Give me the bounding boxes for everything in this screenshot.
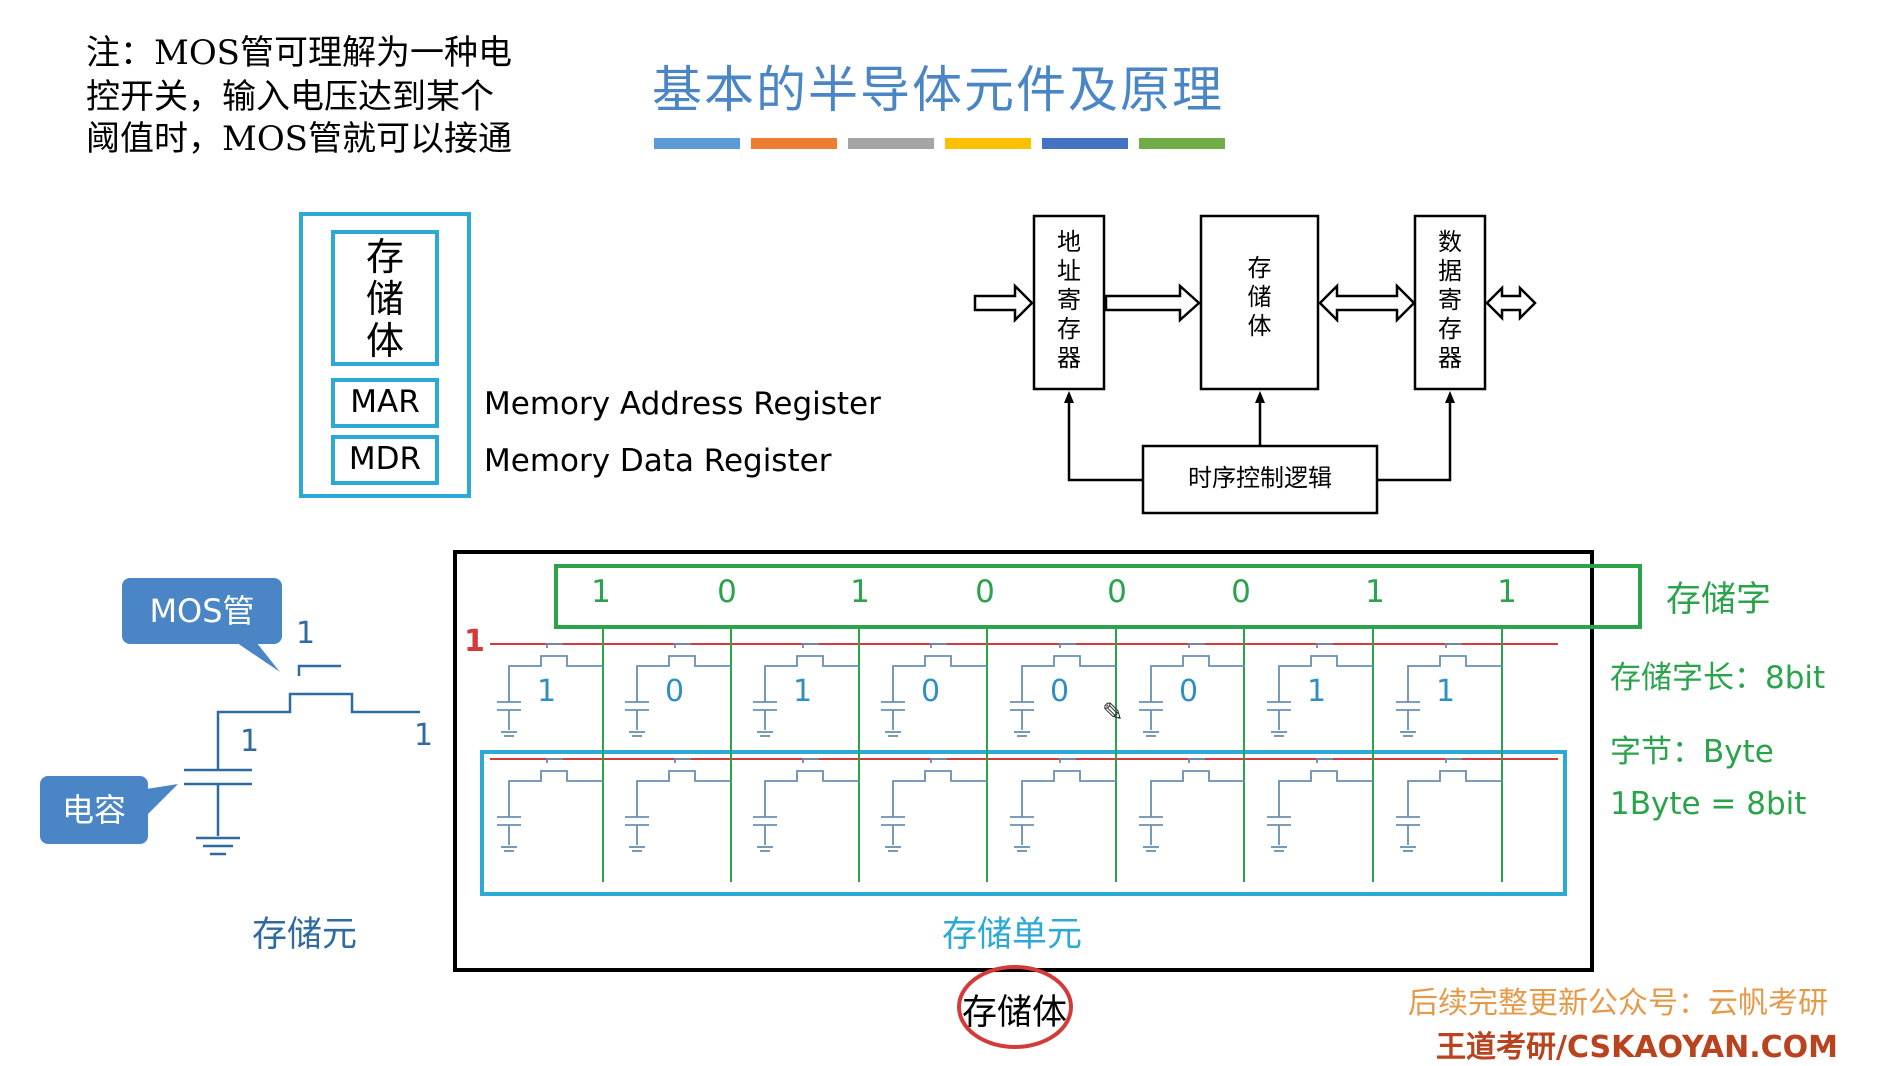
page-title: 基本的半导体元件及原理 <box>652 61 1224 119</box>
note-line-2: 控开关，输入电压达到某个 <box>86 77 494 117</box>
timing-logic-label: 时序控制逻辑 <box>1188 464 1332 492</box>
mini-cell-r2-c4 <box>892 770 987 817</box>
mar-label: MAR <box>350 384 420 420</box>
addr-reg-box <box>1032 214 1106 391</box>
storage-label-char-1: 存 <box>365 235 404 279</box>
mini-cell-r1-c7 <box>1278 655 1373 702</box>
mini-cell-r1-c2 <box>636 655 731 702</box>
title-bar-5 <box>1042 138 1128 149</box>
word-bit-4: 0 <box>975 574 995 610</box>
cell-bit-5: 0 <box>1050 674 1070 709</box>
mini-cell-r2-c8 <box>1407 770 1502 817</box>
storage-element-caption: 存储元 <box>252 915 358 955</box>
word-length-text: 存储字长：8bit <box>1610 660 1826 696</box>
addr-reg-label: 地址寄存器 <box>1057 228 1081 372</box>
storage-body-caption: 存储体 <box>962 993 1068 1033</box>
mini-cell-r1-c8 <box>1407 655 1502 702</box>
memory-outer-box <box>299 212 471 498</box>
mini-cell-r2-c5 <box>1021 770 1116 817</box>
mini-cell-r1-c6 <box>1150 655 1245 702</box>
storage-label-char-3: 体 <box>365 319 404 363</box>
title-bar-4 <box>945 138 1031 149</box>
mini-cell-r1-c1 <box>508 655 603 702</box>
mini-cell-r1-c3 <box>764 655 859 702</box>
mini-cell-r1-c4 <box>892 655 987 702</box>
cell-bit-1: 1 <box>537 674 557 709</box>
mar-box <box>331 378 439 428</box>
word-bit-7: 1 <box>1365 574 1385 610</box>
footer-line-2: 王道考研/CSKAOYAN.COM <box>1436 1030 1838 1065</box>
byte-text: 字节：Byte <box>1610 734 1774 770</box>
word-bit-8: 1 <box>1497 574 1517 610</box>
mdr-box <box>331 435 439 485</box>
cell-bit-3: 1 <box>793 674 813 709</box>
note-line-1: 注：MOS管可理解为一种电 <box>86 33 512 73</box>
storage-unit-box <box>480 750 1567 896</box>
storage-block-label: 存储体 <box>1247 254 1272 340</box>
mos-callout: MOS管 <box>122 578 282 644</box>
storage-unit-caption: 存储单元 <box>942 915 1083 955</box>
mini-cell-r2-c3 <box>764 770 859 817</box>
output-arrow <box>1485 284 1537 322</box>
mini-cell-r2-c1 <box>508 770 603 817</box>
mdr-label: MDR <box>348 441 422 477</box>
cap-callout-tail <box>140 784 178 820</box>
storage-data-arrow <box>1318 282 1416 324</box>
mar-description: Memory Address Register <box>484 386 881 422</box>
cell-bit-8: 1 <box>1436 674 1456 709</box>
word-bit-5: 0 <box>1107 574 1127 610</box>
title-bar-6 <box>1139 138 1225 149</box>
cell-bit-2: 0 <box>665 674 685 709</box>
single-cell <box>184 664 420 856</box>
gate-value: 1 <box>296 616 316 651</box>
capacitor-value: 1 <box>240 724 260 759</box>
storage-word-box <box>554 564 1642 629</box>
word-bit-3: 1 <box>850 574 870 610</box>
capacitor-callout: 电容 <box>40 776 148 844</box>
mini-cell-r2-c7 <box>1278 770 1373 817</box>
title-bar-3 <box>848 138 934 149</box>
pencil-cursor-icon: ✎ <box>1102 698 1124 728</box>
mdr-description: Memory Data Register <box>484 443 832 479</box>
mini-cell-r2-c2 <box>636 770 731 817</box>
cell-bit-7: 1 <box>1307 674 1327 709</box>
block-diagram <box>973 214 1537 515</box>
storage-label-char-2: 储 <box>365 277 404 321</box>
cell-bit-4: 0 <box>921 674 941 709</box>
title-bar-1 <box>654 138 740 149</box>
input-arrow <box>973 282 1034 324</box>
storage-inner-box <box>331 230 439 366</box>
mini-cell-r2-c6 <box>1150 770 1245 817</box>
footer-line-1: 后续完整更新公众号：云帆考研 <box>1408 986 1828 1021</box>
word-bit-2: 0 <box>717 574 737 610</box>
byte-equation-text: 1Byte = 8bit <box>1610 786 1807 822</box>
storage-body-circle <box>957 965 1073 1049</box>
addr-to-storage-arrow <box>1104 283 1201 323</box>
storage-body-box <box>453 550 1594 972</box>
row-select-value: 1 <box>464 624 485 659</box>
drain-value: 1 <box>414 718 434 753</box>
title-bar-2 <box>751 138 837 149</box>
cell-bit-6: 0 <box>1179 674 1199 709</box>
word-bit-6: 0 <box>1231 574 1251 610</box>
mini-cell-r1-c5 <box>1021 655 1116 702</box>
storage-box <box>1199 214 1320 391</box>
data-reg-label: 数据寄存器 <box>1438 228 1462 372</box>
note-line-3: 阈值时，MOS管就可以接通 <box>86 119 512 159</box>
word-bit-1: 1 <box>591 574 611 610</box>
storage-word-label: 存储字 <box>1666 580 1772 620</box>
